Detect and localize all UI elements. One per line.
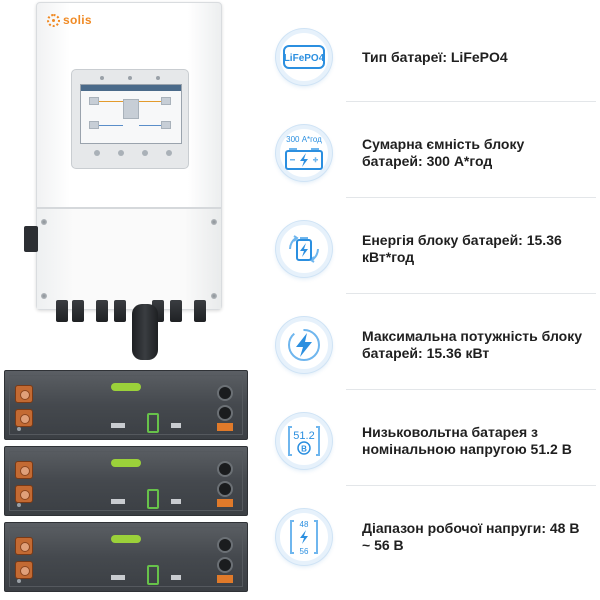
lightning-icon <box>276 317 332 373</box>
battery-terminal-icon <box>217 385 233 401</box>
spec-item-capacity: 300 А*год Сумарна ємність блоку батарей:… <box>276 108 596 198</box>
battery-terminal-icon <box>217 537 233 553</box>
battery-terminal-icon <box>15 561 33 579</box>
battery-brand-logo <box>111 535 141 543</box>
battery-terminal-icon <box>217 405 233 421</box>
battery-terminal-icon <box>15 461 33 479</box>
spec-text: Діапазон робочої напруги: 48 В ~ 56 В <box>362 520 580 553</box>
inverter-screen <box>80 84 182 144</box>
solis-logo-text: solis <box>63 13 92 27</box>
capacity-icon-text: 300 А*год <box>286 135 322 144</box>
screw-icon <box>211 293 217 299</box>
battery-terminal-icon <box>15 485 33 503</box>
battery-port-icon <box>217 499 233 507</box>
battery-brand-logo <box>111 459 141 467</box>
spec-text: Максимальна потужність блоку батарей: 15… <box>362 328 583 361</box>
spec-text: Тип батареї: LiFePO4 <box>362 48 508 65</box>
battery-indicator-icon <box>147 489 159 509</box>
inverter-unit: solis <box>36 2 222 310</box>
lifepo4-icon-text: LiFePO4 <box>284 53 325 64</box>
battery-port-icon <box>217 575 233 583</box>
spec-text: Енергія блоку батарей: 15.36 кВт*год <box>362 232 562 265</box>
battery-terminal-icon <box>15 537 33 555</box>
voltage-icon-unit: B <box>301 445 307 454</box>
voltage-icon-value: 51.2 <box>293 430 314 442</box>
spec-item-battery-type: LiFePO4 Тип батареї: LiFePO4 <box>276 12 596 102</box>
battery-port-icon <box>217 423 233 431</box>
inverter-button-icon <box>94 150 100 156</box>
lifepo4-icon: LiFePO4 <box>276 29 332 85</box>
inverter-button-icon <box>142 150 148 156</box>
screw-icon <box>211 219 217 225</box>
battery-terminal-icon <box>15 385 33 403</box>
battery-brand-logo <box>111 383 141 391</box>
voltage-range-bottom: 56 <box>300 547 309 556</box>
status-led-icon <box>100 76 104 80</box>
product-image: solis <box>0 0 260 600</box>
battery-indicator-icon <box>147 565 159 585</box>
inverter-display <box>71 69 189 169</box>
inverter-switch <box>24 226 38 252</box>
spec-text: Сумарна ємність блоку батарей: 300 А*год <box>362 136 525 169</box>
inverter-connectors <box>52 300 212 330</box>
battery-energy-icon <box>276 221 332 277</box>
battery-terminal-icon <box>217 557 233 573</box>
status-led-icon <box>156 76 160 80</box>
voltage-range-icon: 48 56 <box>276 509 332 565</box>
solis-logo: solis <box>47 13 92 27</box>
battery-module <box>4 446 248 516</box>
voltage-range-top: 48 <box>300 520 309 529</box>
battery-capacity-icon: 300 А*год <box>276 125 332 181</box>
inverter-cable <box>132 304 158 360</box>
status-led-icon <box>128 76 132 80</box>
battery-terminal-icon <box>15 409 33 427</box>
battery-terminal-icon <box>217 481 233 497</box>
spec-item-max-power: Максимальна потужність блоку батарей: 15… <box>276 300 596 390</box>
spec-item-nominal-voltage: 51.2 B Низьковольтна батарея з номінальн… <box>276 396 596 486</box>
spec-text: Низьковольтна батарея з номінальною напр… <box>362 424 572 457</box>
battery-indicator-icon <box>147 413 159 433</box>
screw-icon <box>41 219 47 225</box>
battery-module <box>4 370 248 440</box>
voltage-battery-icon: 51.2 B <box>276 413 332 469</box>
inverter-button-icon <box>118 150 124 156</box>
battery-terminal-icon <box>217 461 233 477</box>
battery-module <box>4 522 248 592</box>
inverter-button-icon <box>166 150 172 156</box>
spec-item-energy: Енергія блоку батарей: 15.36 кВт*год <box>276 204 596 294</box>
solis-logo-icon <box>47 13 60 27</box>
spec-item-voltage-range: 48 56 Діапазон робочої напруги: 48 В ~ 5… <box>276 492 596 582</box>
screw-icon <box>41 293 47 299</box>
